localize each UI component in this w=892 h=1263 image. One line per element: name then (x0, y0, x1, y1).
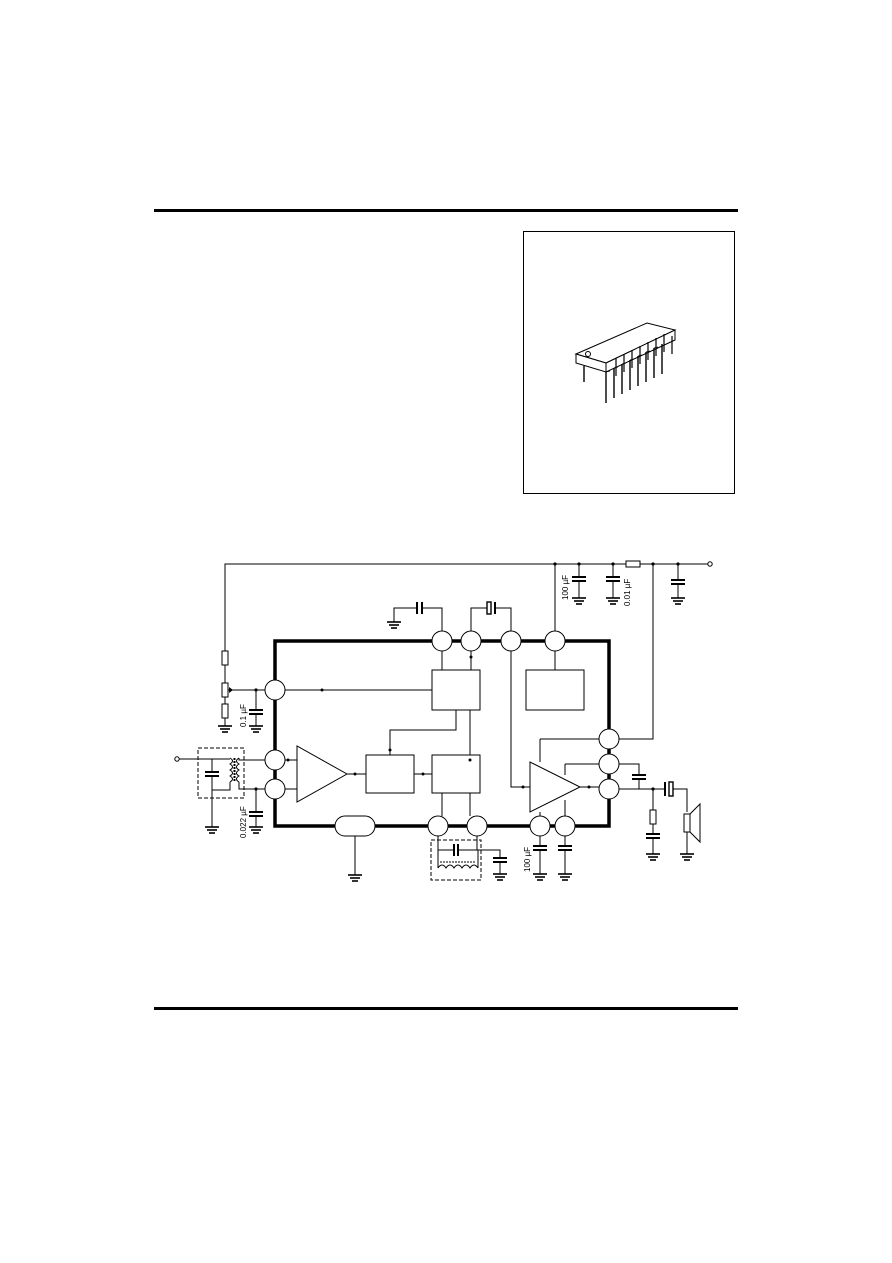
label-c-output-pin: 100 µF (523, 847, 532, 872)
speaker-cone (689, 802, 701, 844)
dip16-package-illustration (574, 322, 677, 403)
label-c-bias: 0.1 µF (239, 704, 248, 727)
pin-right-2 (598, 753, 620, 775)
package-illustration-frame (523, 231, 735, 494)
pin-right-1 (598, 728, 620, 750)
pin-left-3 (264, 778, 286, 800)
pin-bottom-2 (466, 815, 488, 837)
pin-ground-oval (334, 815, 376, 837)
pin-top-4 (544, 630, 566, 652)
speaker-icon (683, 813, 691, 833)
tuned-coil-box (430, 839, 482, 881)
input-amplifier (296, 745, 349, 803)
block-top-right (525, 669, 585, 711)
application-circuit-schematic: 100 µF 0.01 µF 0.1 µF 0.022 µF 100 µF (174, 560, 713, 882)
output-amplifier (529, 761, 582, 813)
pin-top-2 (460, 630, 482, 652)
footer-rule (154, 1007, 738, 1010)
header-rule (154, 209, 738, 212)
block-mid-left (365, 754, 415, 794)
pin-left-1 (264, 679, 286, 701)
pin-bottom-4 (554, 815, 576, 837)
pin-left-2 (264, 749, 286, 771)
block-mid-right (431, 754, 481, 794)
pin-top-1 (431, 630, 453, 652)
pin-bottom-3 (529, 815, 551, 837)
label-c-supply-bypass: 0.01 µF (623, 579, 632, 606)
block-top-center (431, 669, 481, 711)
pin-bottom-1 (427, 815, 449, 837)
pin-right-3 (598, 778, 620, 800)
pin-top-3 (500, 630, 522, 652)
label-c-supply-bulk: 100 µF (561, 575, 570, 600)
label-c-input: 0.022 µF (239, 806, 248, 838)
